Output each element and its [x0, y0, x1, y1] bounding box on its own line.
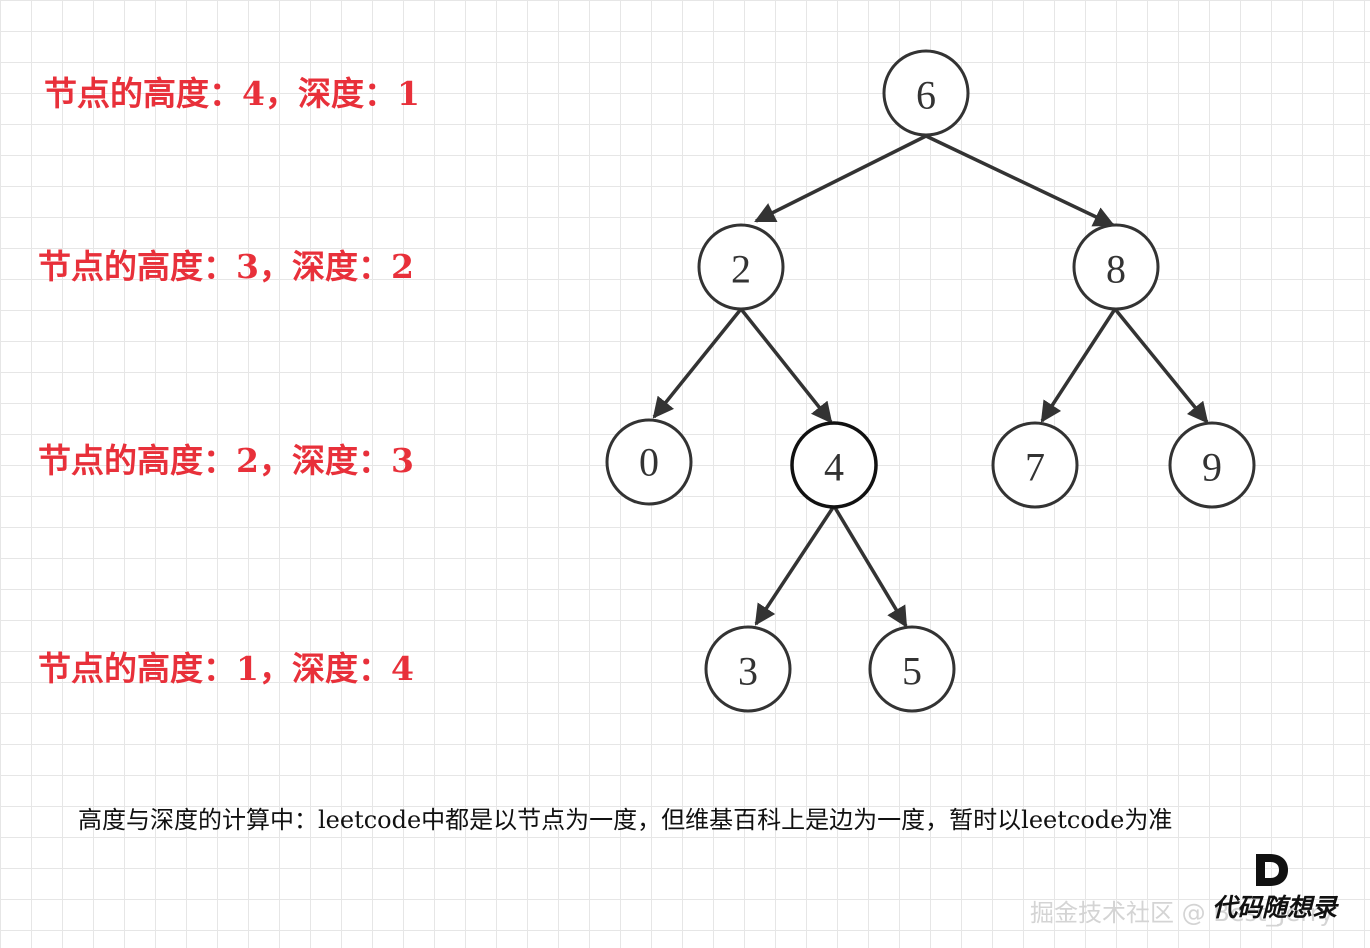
tree-node-3: 3: [704, 625, 792, 713]
brand-watermark: 代码随想录: [1212, 893, 1338, 922]
edge-2-0: [652, 307, 743, 419]
node-label: 9: [1202, 445, 1222, 490]
edge-6-8: [925, 134, 1115, 227]
tree-node-9: 9: [1168, 421, 1256, 509]
juejin-watermark: 掘金技术社区 @ Best_Jerry: [1030, 899, 1334, 927]
height-depth-note: 高度与深度的计算中：leetcode中都是以节点为一度，但维基百科上是边为一度，…: [78, 806, 1173, 834]
tree-node-8: 8: [1072, 223, 1160, 311]
node-label: 3: [738, 649, 758, 694]
level-3-label: 节点的高度：2，深度：3: [38, 441, 414, 480]
tree-node-4: 4: [790, 421, 878, 509]
tree-node-2: 2: [697, 223, 785, 311]
level-2-label: 节点的高度：3，深度：2: [38, 247, 414, 286]
edge-4-3: [754, 505, 836, 626]
node-label: 7: [1025, 445, 1045, 490]
tree-node-5: 5: [868, 625, 956, 713]
node-label: 5: [902, 649, 922, 694]
edge-6-2: [754, 134, 927, 223]
brand-logo-icon: [1256, 854, 1288, 886]
edge-4-5: [832, 505, 908, 628]
edge-8-9: [1113, 307, 1209, 424]
level-1-label: 节点的高度：4，深度：1: [44, 74, 420, 113]
level-4-label: 节点的高度：1，深度：4: [38, 649, 414, 688]
tree-node-7: 7: [991, 421, 1079, 509]
node-label: 0: [639, 440, 659, 485]
tree-node-6: 6: [882, 49, 970, 137]
node-label: 2: [731, 247, 751, 292]
tree-edges: [652, 134, 1209, 628]
node-label: 6: [916, 73, 936, 118]
node-label: 4: [824, 445, 844, 490]
edge-2-4: [739, 307, 833, 424]
node-label: 8: [1106, 247, 1126, 292]
tree-node-0: 0: [605, 418, 693, 506]
edge-8-7: [1040, 308, 1117, 423]
